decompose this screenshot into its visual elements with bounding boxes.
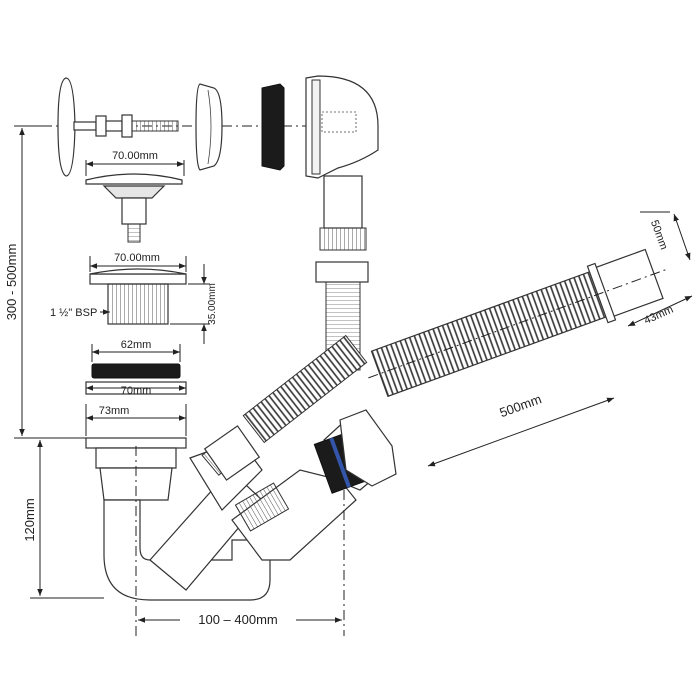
waste-washer — [91, 363, 181, 379]
overflow-cover-cap — [57, 77, 76, 177]
base-diameter-label: 73mm — [99, 405, 130, 417]
body-height-label: 35.00mm — [207, 283, 218, 325]
trap-u-bend — [103, 499, 271, 601]
thread-label: 1 ½" BSP — [50, 307, 97, 319]
overflow-bolt — [73, 114, 179, 138]
popup-plug — [85, 173, 183, 243]
outlet-outer-label: 50mm — [648, 219, 670, 252]
offset-range-label: 100 – 400mm — [198, 612, 278, 627]
flexible-outlet-hose — [313, 248, 670, 494]
outlet-inner-label: 43mm — [642, 304, 675, 327]
cap-diameter-label: 70.00mm — [112, 150, 158, 162]
dimensions: 70.00mm 70.00mm 1 ½" BSP 35.00mm 62mm 70… — [4, 125, 693, 636]
washer-diameter-label: 62mm — [121, 339, 152, 351]
hose-length-label: 500mm — [498, 391, 544, 420]
overflow-tube — [203, 175, 369, 481]
overflow-body — [305, 75, 379, 179]
waste-flange — [89, 268, 187, 325]
height-range-label: 300 - 500mm — [4, 244, 19, 321]
ring-diameter-label: 70mm — [121, 385, 152, 397]
flange-diameter-label: 70.00mm — [114, 252, 160, 264]
overflow-gasket — [261, 83, 285, 171]
trap-height-label: 120mm — [22, 498, 37, 541]
overflow-faceplate — [195, 83, 223, 171]
exploded-parts — [22, 75, 382, 395]
